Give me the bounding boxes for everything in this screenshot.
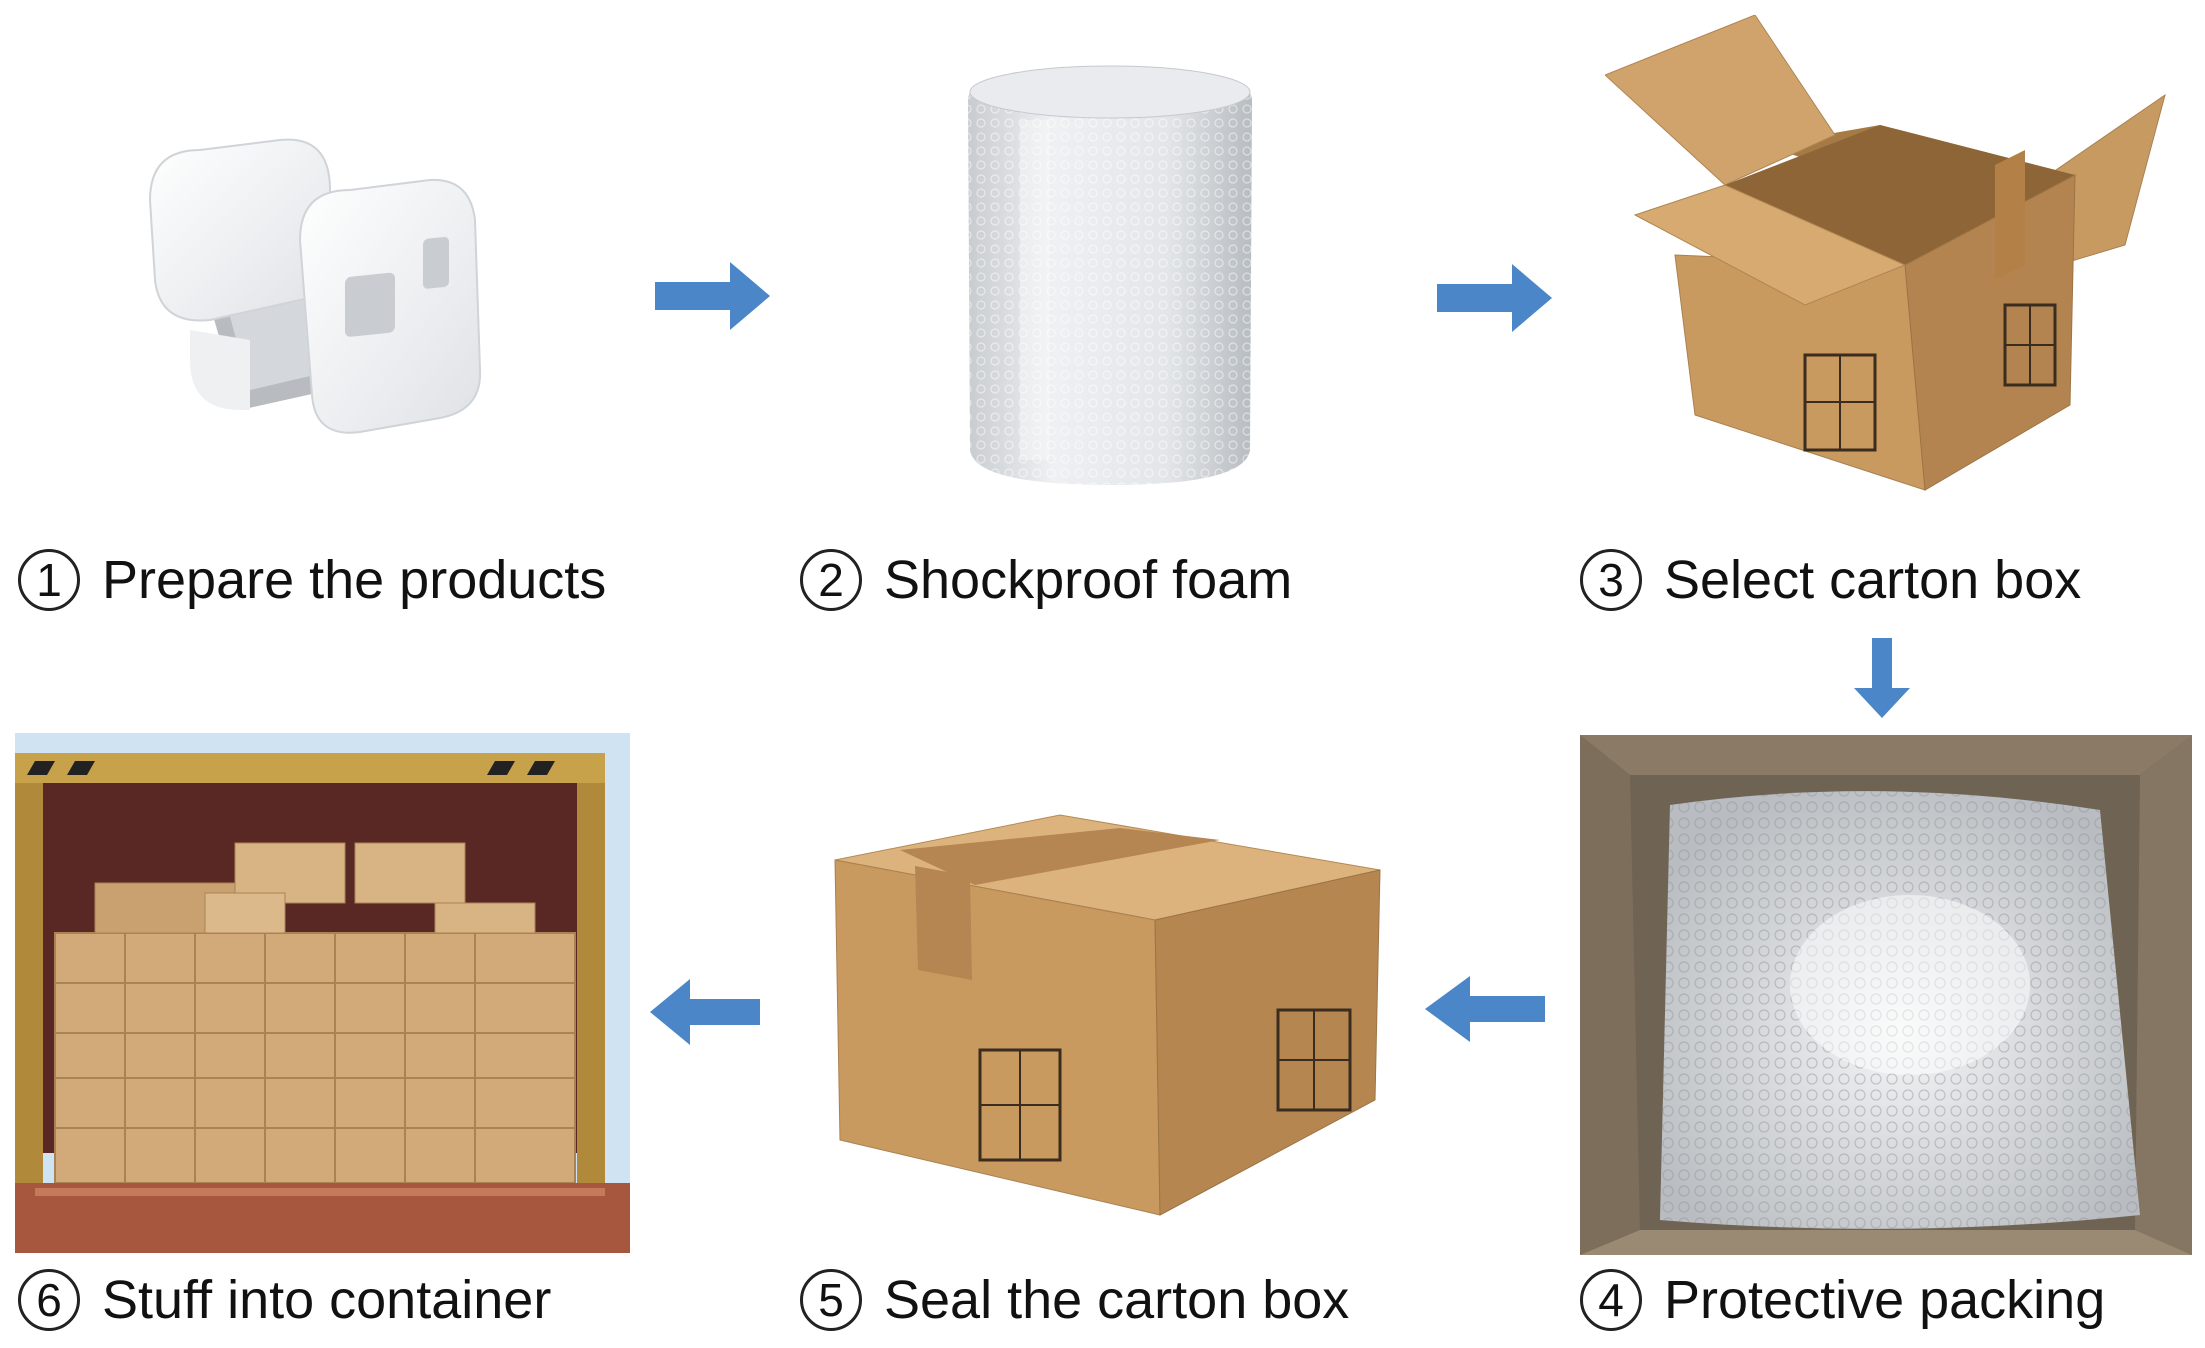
bubble-wrap-roll-icon — [968, 65, 1252, 485]
step-text-2: Shockproof foam — [884, 550, 1293, 610]
step3-image — [1605, 15, 2175, 495]
step-number-4: 4 — [1580, 1269, 1642, 1331]
step-label-4: 4 Protective packing — [1580, 1260, 2105, 1340]
step-text-4: Protective packing — [1664, 1270, 2106, 1330]
step-number-2: 2 — [800, 549, 862, 611]
step-number-6: 6 — [18, 1269, 80, 1331]
step-number-3: 3 — [1580, 549, 1642, 611]
step5-image — [830, 810, 1390, 1220]
foam-protected-product-icon — [148, 138, 482, 434]
step-label-5: 5 Seal the carton box — [800, 1260, 1349, 1340]
open-carton-box-icon — [1605, 15, 2166, 491]
step-number-5: 5 — [800, 1269, 862, 1331]
step-text-5: Seal the carton box — [884, 1270, 1350, 1330]
sealed-carton-box-icon — [834, 814, 1381, 1216]
step6-image — [15, 733, 630, 1253]
step4-image — [1580, 735, 2192, 1255]
step1-image — [130, 120, 530, 460]
step-label-1: 1 Prepare the products — [18, 540, 606, 620]
step-label-2: 2 Shockproof foam — [800, 540, 1292, 620]
arrow-right-icon — [1437, 264, 1552, 332]
container-loading-icon — [15, 733, 630, 1253]
step-text-3: Select carton box — [1664, 550, 2082, 610]
bubble-wrapped-box-icon — [1580, 735, 2192, 1255]
step-label-3: 3 Select carton box — [1580, 540, 2081, 620]
step-label-6: 6 Stuff into container — [18, 1260, 551, 1340]
arrow-right-icon — [655, 262, 770, 330]
arrow-down-icon — [1852, 638, 1912, 718]
step-text-1: Prepare the products — [102, 550, 607, 610]
step-number-1: 1 — [18, 549, 80, 611]
arrow-left-icon — [1425, 976, 1545, 1042]
arrow-left-icon — [650, 979, 760, 1045]
step2-image — [960, 60, 1260, 490]
step-text-6: Stuff into container — [102, 1270, 552, 1330]
